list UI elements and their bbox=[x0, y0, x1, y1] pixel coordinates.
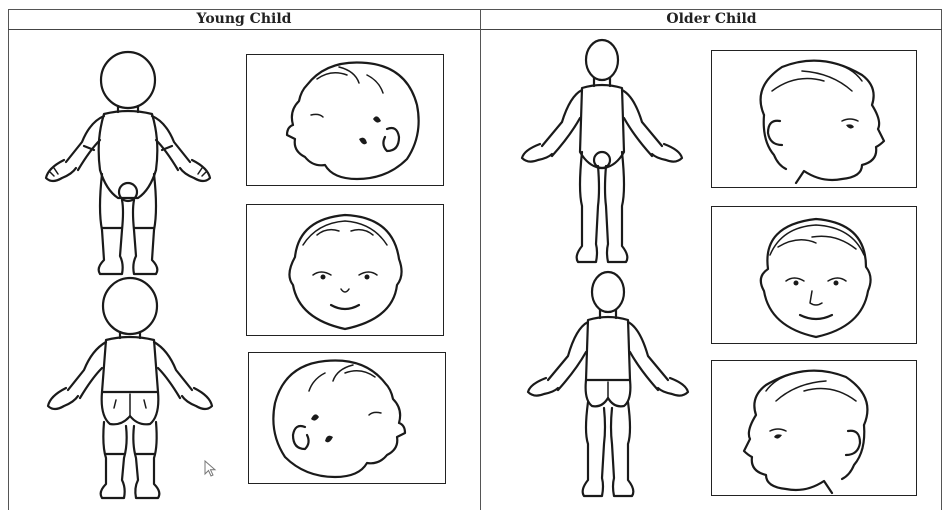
older-child-front-body bbox=[512, 40, 688, 274]
older-child-head-right-profile bbox=[712, 361, 916, 495]
young-child-head-left-profile-frame bbox=[248, 352, 446, 484]
young-child-head-front-frame bbox=[246, 204, 444, 336]
table-left-border bbox=[8, 9, 9, 510]
table-right-border bbox=[941, 9, 942, 510]
young-child-head-right-profile bbox=[247, 55, 443, 185]
young-child-front-body bbox=[38, 50, 218, 280]
young-child-head-right-profile-frame bbox=[246, 54, 444, 186]
mouse-pointer-icon bbox=[204, 460, 218, 478]
older-child-head-left-profile-frame bbox=[711, 50, 917, 188]
older-child-head-front-frame bbox=[711, 206, 917, 344]
older-child-head-right-profile-frame bbox=[711, 360, 917, 496]
older-child-header: Older Child bbox=[481, 9, 942, 30]
older-child-back-body bbox=[518, 272, 694, 504]
column-divider bbox=[480, 9, 481, 510]
young-child-head-left-profile bbox=[249, 353, 445, 483]
young-child-header: Young Child bbox=[8, 9, 480, 30]
young-child-head-front bbox=[247, 205, 443, 335]
young-child-back-body bbox=[40, 276, 220, 502]
older-child-head-front bbox=[712, 207, 916, 343]
older-child-head-left-profile bbox=[712, 51, 916, 187]
